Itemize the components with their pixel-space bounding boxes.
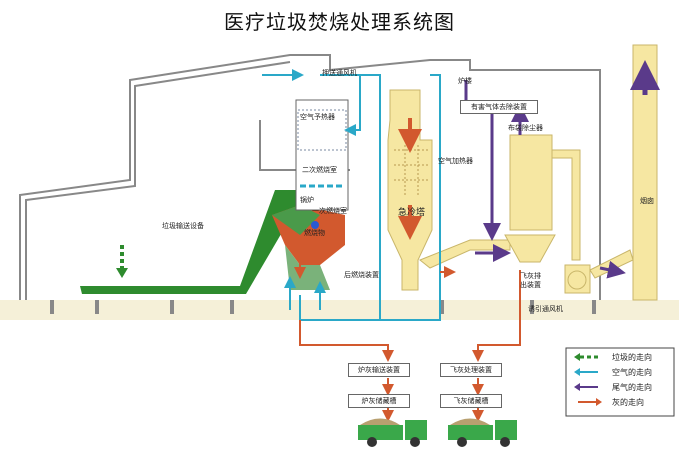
induced-fan	[564, 249, 634, 294]
label-bottom-ash-pit: 炉灰储藏槽	[348, 394, 410, 408]
legend-air: 空气的走向	[612, 368, 652, 377]
primary-furnace	[272, 195, 348, 290]
truck-fly-ash	[448, 418, 517, 447]
label-fly-ash-pit: 飞灰储藏槽	[440, 394, 502, 408]
flue-duct-top	[551, 149, 581, 261]
boiler-tower	[295, 99, 349, 211]
building-pillars	[50, 300, 596, 314]
diagram-title: 医疗垃圾焚烧处理系统图	[224, 10, 455, 34]
label-bag-filter: 布袋除尘器	[508, 124, 543, 132]
label-post-burner: 后燃烧装置	[344, 271, 379, 279]
label-boiler: 锅炉	[300, 196, 314, 204]
bag-filter-hopper	[504, 234, 556, 263]
label-fuel-feeder: 燃烧物	[304, 229, 325, 237]
truck-bottom-ash	[358, 418, 427, 447]
ash-flow-lines	[294, 255, 521, 422]
legend-ash: 灰的走向	[612, 398, 644, 407]
label-push-fan: 押送通风机	[322, 69, 357, 77]
legend-flue: 尾气的走向	[612, 383, 652, 392]
bag-filter-body	[509, 134, 553, 231]
label-primary-chamber: 一次燃烧室	[312, 207, 347, 215]
label-secondary-chamber: 二次燃烧室	[302, 166, 337, 174]
floor-band	[0, 300, 679, 320]
waste-conveyor-belt	[80, 190, 300, 294]
label-fly-ash-discharge: 飞灰排出装置	[520, 272, 541, 289]
air-flow-lines	[262, 69, 441, 321]
label-chimney: 烟囱	[640, 197, 654, 205]
label-furnace-bldg: 炉楼	[458, 77, 472, 85]
label-air-preheater: 空气予热器	[300, 113, 335, 121]
legend-box	[565, 347, 675, 417]
flue-flow-lines	[464, 80, 626, 279]
label-air-heater: 空气加热器	[438, 157, 473, 165]
label-induced-fan: 诱引通风机	[528, 305, 563, 313]
label-waste-conveyor: 垃圾输送设备	[162, 222, 204, 230]
label-fly-ash-treatment: 飞灰处理装置	[440, 363, 502, 377]
legend-waste: 垃圾的走向	[612, 353, 652, 362]
label-acid-removal: 有害气体去除装置	[460, 100, 538, 114]
label-quench-tower: 急冷塔	[398, 208, 426, 218]
label-bottom-ash-conveyor: 炉灰输送装置	[348, 363, 410, 377]
